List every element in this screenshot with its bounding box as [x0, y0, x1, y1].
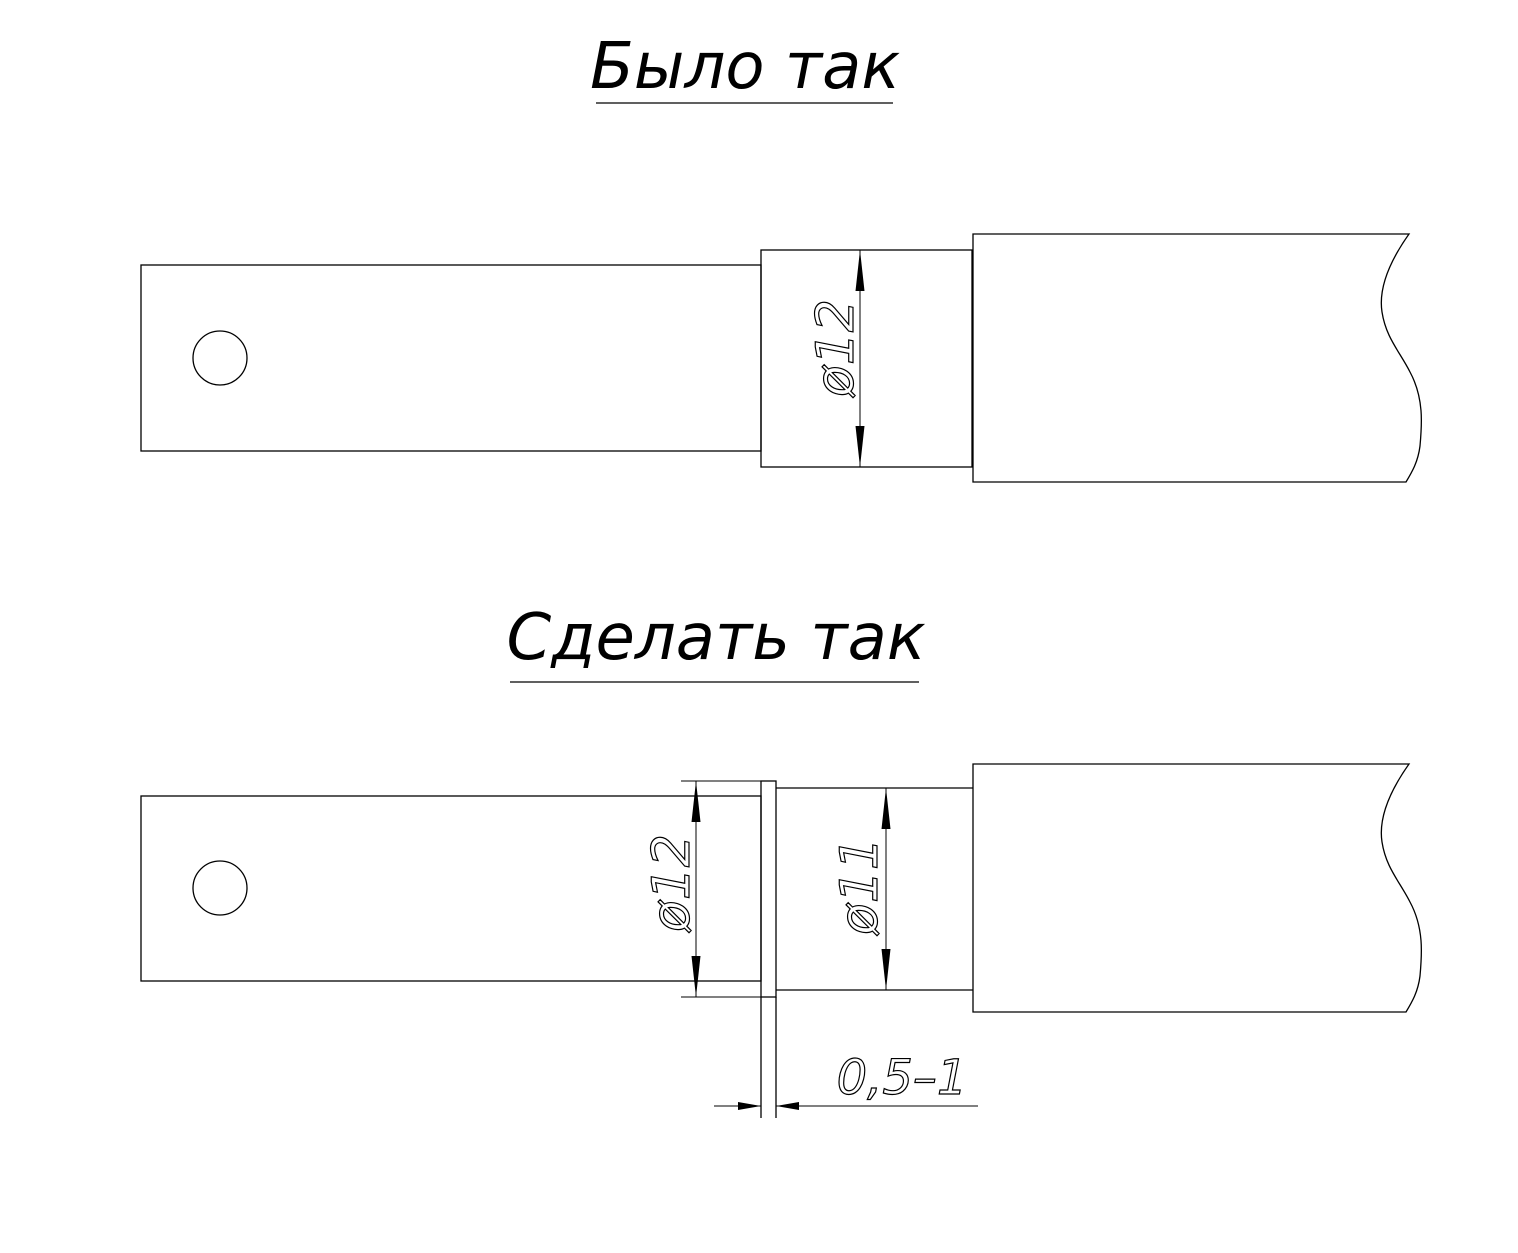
- after-gap-label: 0,5–1: [837, 1050, 968, 1106]
- before-dim-label: ø12: [806, 299, 866, 398]
- after-dim12-arrow-top: [691, 781, 701, 822]
- after-dim11-arrow-bottom: [881, 949, 891, 990]
- before-section: Было так ø12: [140, 30, 1423, 483]
- after-dim11-arrow-top: [881, 788, 891, 829]
- after-gap-arrow-left: [738, 1102, 761, 1110]
- after-section: Сделать так ø12 ø11 0,5–1: [140, 601, 1423, 1118]
- before-dim-arrow-bottom: [855, 426, 865, 467]
- after-body: [972, 763, 1423, 1013]
- before-dim-arrow-top: [855, 250, 865, 291]
- after-gap-arrow-right: [776, 1102, 799, 1110]
- after-collar: [760, 780, 777, 998]
- after-dim11-label: ø11: [830, 837, 890, 936]
- before-title: Было так: [590, 30, 900, 104]
- before-hole: [192, 330, 248, 386]
- after-dim12-arrow-bottom: [691, 956, 701, 997]
- after-title: Сделать так: [507, 601, 926, 675]
- after-neck: [776, 787, 973, 991]
- after-dim12-label: ø12: [642, 834, 702, 933]
- before-neck: [760, 249, 973, 468]
- before-body: [972, 233, 1423, 483]
- after-hole: [192, 860, 248, 916]
- before-flat-bar: [140, 264, 762, 452]
